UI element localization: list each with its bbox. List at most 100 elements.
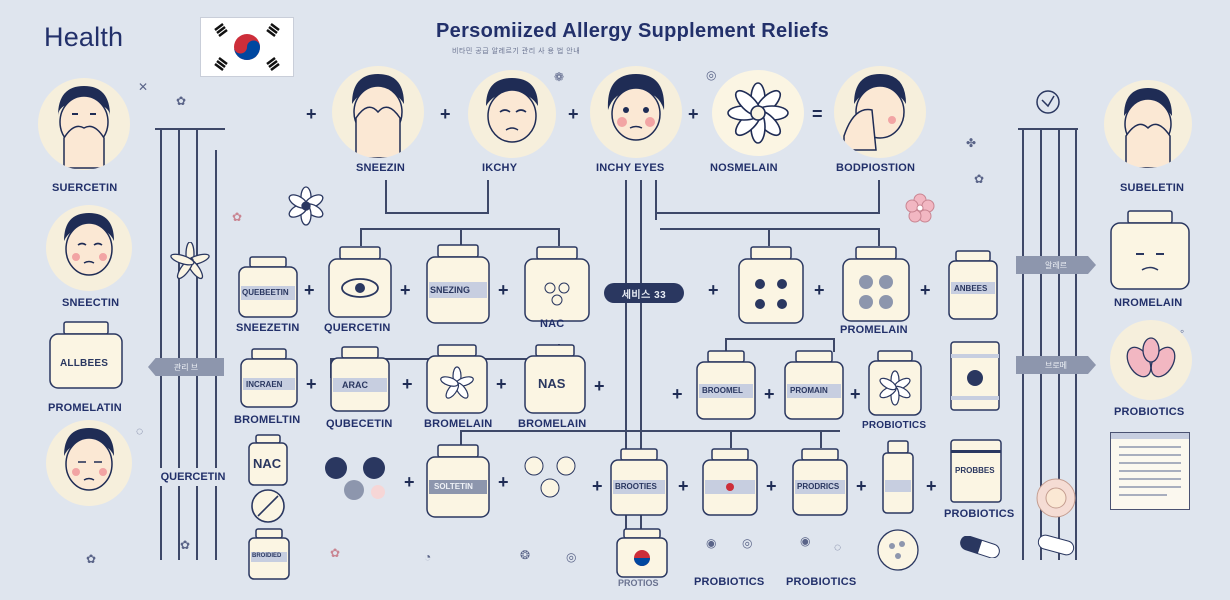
no-symbol-icon (248, 486, 288, 526)
row3-jar4-caption: PROBIOTICS (944, 508, 1015, 520)
sparkle-icon: ◉ (800, 534, 811, 548)
plate-icon (1034, 476, 1078, 520)
right-face3-label: PROBIOTICS (1114, 406, 1185, 418)
row3-jar1: SOLTETIN (424, 444, 492, 518)
page-title: Persomiized Allergy Supplement Reliefs (436, 20, 829, 42)
plus-sign: + (688, 104, 699, 124)
plus-sign: + (920, 280, 931, 300)
brand-title: Health (44, 22, 124, 52)
row1-jar4 (522, 246, 592, 322)
row1-jar1-label: QUEBEETIN (242, 288, 289, 297)
row1-jar2-caption: QUERCETIN (324, 322, 391, 334)
row2-jar3-flower (424, 344, 490, 414)
symptom-face-sneeze (332, 66, 424, 158)
left-jar-label: ALLBEES (60, 358, 109, 369)
plus-sign: + (306, 104, 317, 124)
symptom-label-3: INCHY EYES (596, 162, 665, 174)
sparkle-icon: ✿ (974, 172, 985, 186)
face-covering-nose-left (38, 78, 130, 170)
row3-bottle (880, 440, 916, 514)
row1-jar5 (736, 246, 806, 324)
sparkle-icon: ◌ (136, 424, 144, 438)
sparkle-icon: ✿ (180, 538, 191, 552)
row3-jar2: BROOTIES (608, 448, 670, 516)
plus-sign: + (764, 384, 775, 404)
equals-sign: = (812, 104, 823, 124)
bottom-caption-3: PROBIOTICS (786, 576, 857, 588)
blossom-circle-right (1110, 320, 1192, 400)
row3-jar3: PRODRICS (790, 448, 850, 516)
row2-jar1: INCRAEN (238, 348, 300, 408)
bottom-caption-1: PROTIOS (618, 578, 659, 588)
korean-flag (200, 17, 294, 77)
row2-jar5-label: BROOMEL (702, 386, 743, 395)
plus-sign: + (926, 476, 937, 496)
sparkle-icon: ◦ (1180, 324, 1185, 338)
row3-jar2-label: BROOTIES (615, 482, 657, 491)
plus-sign: + (592, 476, 603, 496)
pill-cluster (316, 446, 396, 506)
nac-jar-label: NAC (253, 456, 282, 471)
row1-jar4-caption: NAC (540, 318, 565, 330)
center-pill: 세비스 33 (604, 283, 684, 303)
symptom-label-2: IKCHY (482, 162, 518, 174)
row2-jar7-flower (866, 350, 924, 416)
row2-jar5: BROOMEL (694, 350, 758, 420)
row2-jar1-caption: BROMELTIN (234, 414, 301, 426)
symptom-face-itchy (468, 70, 556, 158)
sparkle-icon: ✿ (330, 546, 341, 560)
row1-jar7: ANBEES (946, 250, 1000, 320)
face-sick-left (46, 205, 132, 291)
symptom-label-1: SNEEZIN (356, 162, 406, 174)
bottom-small-jar-label: BROIDIED (252, 553, 282, 559)
row2-jar2-caption: QUBECETIN (326, 418, 393, 430)
right-face1-label: SUBELETIN (1120, 182, 1185, 194)
sparkle-icon: ◎ (742, 536, 753, 550)
symptom-label-4: NOSMELAIN (710, 162, 778, 174)
sparkle-icon: ❁ (554, 70, 565, 84)
row2-jar7-caption: PROBIOTICS (862, 420, 927, 431)
row3-jar1-label: SOLTETIN (434, 482, 473, 491)
flower-circle (712, 70, 804, 156)
capsule-icon (956, 535, 1004, 559)
bottom-small-jar: BROIDIED (246, 528, 292, 580)
sparkle-icon: ✿ (176, 94, 187, 108)
left-face1-label: SUERCETIN (52, 182, 118, 194)
symptom-face-rubbing (834, 66, 926, 158)
left-tag-1: 관리 브 (148, 358, 224, 376)
plus-sign: + (708, 280, 719, 300)
plus-sign: + (594, 376, 605, 396)
sparkle-icon: ◌ (834, 540, 842, 554)
plus-sign: + (402, 374, 413, 394)
row1-jar6 (840, 246, 912, 322)
row3-jar-pill (700, 448, 760, 516)
symptom-label-5: BODPIOSTION (836, 162, 916, 174)
sparkle-icon: ✿ (86, 552, 97, 566)
blossom-icon (900, 190, 940, 226)
capsule-icon (1036, 534, 1076, 556)
left-jar-allbees: ALLBEES (46, 320, 126, 390)
row1-jar1: QUEBEETIN (236, 256, 300, 318)
flower-icon (282, 186, 330, 226)
row1-jar1-caption: SNEEZETIN (236, 322, 300, 334)
row1-jar3: SNEZING (424, 244, 492, 324)
plus-sign: + (672, 384, 683, 404)
plus-sign: + (404, 472, 415, 492)
plus-sign: + (568, 104, 579, 124)
plus-sign: + (678, 476, 689, 496)
row3-jar4-label: PROBBES (955, 466, 995, 475)
plus-sign: + (850, 384, 861, 404)
bottom-caption-2: PROBIOTICS (694, 576, 765, 588)
row2-jar6-label: PROMAIN (790, 386, 828, 395)
row1-jar3-label: SNEZING (430, 285, 471, 295)
symptom-face-itchy-eyes (590, 66, 682, 158)
page-subtitle: 비타민 공급 알레르기 관리 사 용 법 안내 (452, 48, 581, 55)
right-tag-1: 알레르 (1016, 256, 1096, 274)
left-face2-label: SNEECTIN (62, 297, 120, 309)
plus-sign: + (498, 280, 509, 300)
plus-sign: + (496, 374, 507, 394)
row3-jar3-label: PRODRICS (797, 482, 840, 491)
plus-sign: + (498, 472, 509, 492)
row1-jar2-eye (326, 246, 394, 318)
sparkle-icon: ✿ (232, 210, 243, 224)
